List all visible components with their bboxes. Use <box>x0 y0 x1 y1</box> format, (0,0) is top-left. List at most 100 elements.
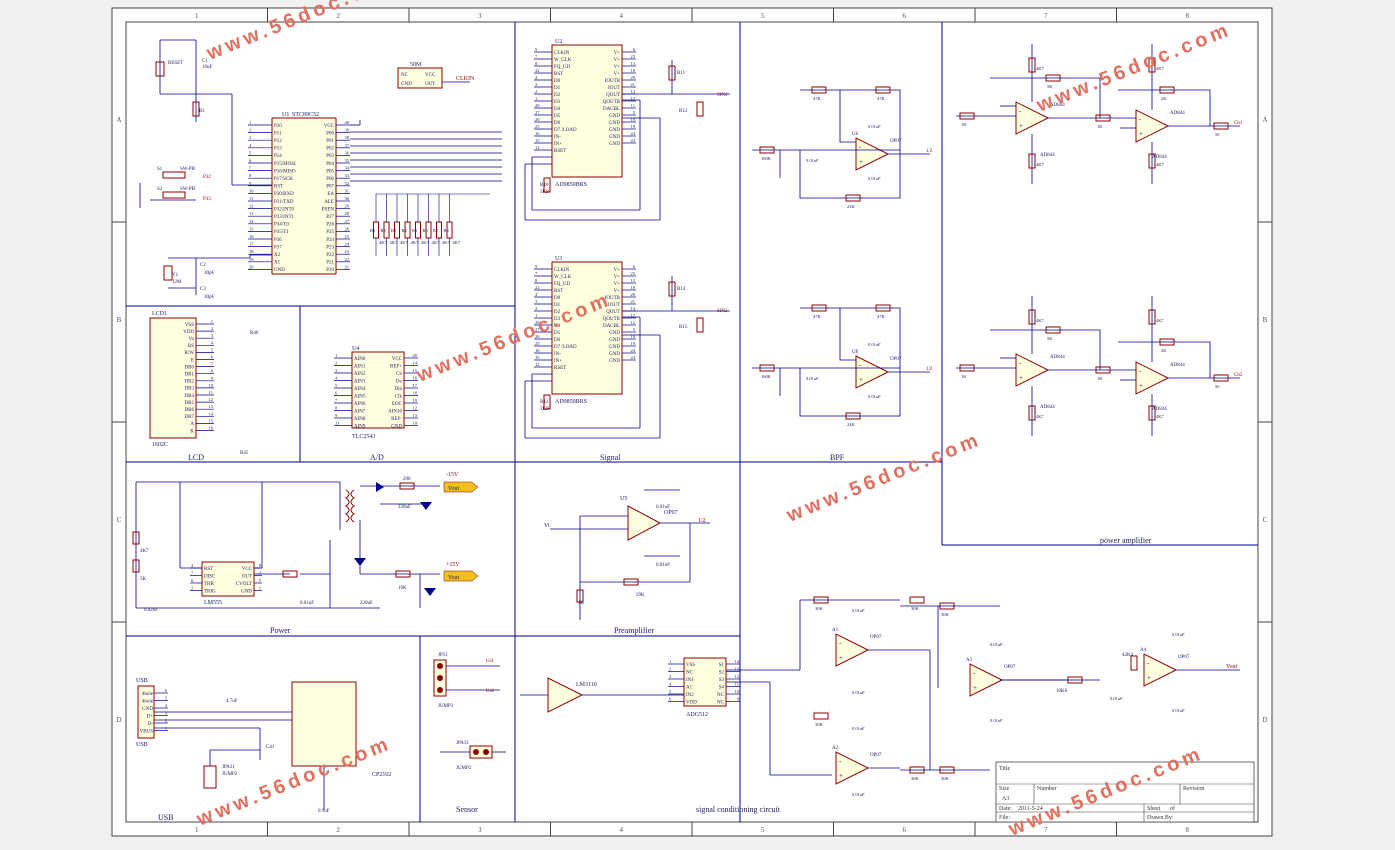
pin-number: 12 <box>209 397 214 402</box>
pin-number: 13 <box>413 413 418 418</box>
pin-number: 7 <box>535 271 538 276</box>
dds1-res1: R11 <box>677 71 686 76</box>
opamp-noninverting: + <box>859 158 863 166</box>
column-number: 4 <box>620 12 624 20</box>
pin-name: GND <box>609 114 620 119</box>
pin-number: 15 <box>209 418 214 423</box>
dds1-chip <box>551 44 623 178</box>
resistor-val: 5K <box>1047 336 1053 341</box>
opamp-noninverting: + <box>839 772 843 780</box>
opamp-triangle <box>835 633 870 667</box>
section-title-ad: A/D <box>370 453 384 462</box>
adc-name: TLC2543 <box>352 434 375 440</box>
pullup-ref: R4 <box>402 228 408 233</box>
mcu-right-pins: VCC40P0039P0138P0237P0336P0435P0534P0633… <box>322 120 350 273</box>
pin-number: 13 <box>631 278 636 283</box>
pin-name: AIN1 <box>354 364 366 369</box>
wire <box>990 77 1101 118</box>
pin-name: QOUTB <box>603 100 621 105</box>
ad-section: U4 TLC2543 AIN01AIN12AIN23AIN34AIN45AIN5… <box>334 346 418 462</box>
pin-name: VCC <box>242 567 253 572</box>
title-block-size-label: Size <box>999 786 1010 792</box>
pin-number: 16 <box>535 131 540 136</box>
pin-number: 13 <box>631 61 636 66</box>
pin-number: 14 <box>631 306 636 311</box>
pin-name: V+ <box>614 72 621 77</box>
section-title-sensor: Sensor <box>456 805 478 814</box>
resistor <box>1028 309 1036 325</box>
adc-right-pins: VCC20REF+14CS15Do16Din17Clk18EOC19AIN101… <box>388 353 418 429</box>
pin-name: P02 <box>326 147 334 152</box>
pin-name: REF- <box>391 417 402 422</box>
title-block: Title Size A3 Number Revision Date: 2011… <box>995 761 1255 823</box>
cond-mux <box>683 657 727 707</box>
pin-number: 9 <box>535 264 538 269</box>
usb-conn-name: USB <box>136 742 148 748</box>
pin-number: 7 <box>535 54 538 59</box>
oscillator <box>397 67 443 89</box>
dds1-right-pins: V+6V+23V+13V+18IOUTB20IOUT21QOUT14QOUTB1… <box>603 47 636 147</box>
sensor-header-2 <box>469 745 493 759</box>
pin-number: 3 <box>211 333 214 338</box>
opamp-noninverting: + <box>1019 374 1023 382</box>
resistor-val: 4K7 <box>1036 66 1044 71</box>
pin-number: 5 <box>259 578 262 583</box>
lcd-pot1: R46 <box>250 331 259 336</box>
wire <box>799 150 901 199</box>
pin-name: Vo <box>189 337 195 342</box>
pin-number: 11 <box>631 103 635 108</box>
pin-number: 25 <box>535 341 540 346</box>
pin-name: CVOLT <box>236 582 252 587</box>
pin-number: 5 <box>633 110 636 115</box>
resistor <box>909 596 925 604</box>
pin-name: Din <box>395 387 403 392</box>
adc-chip <box>351 351 405 429</box>
pin-number: 13 <box>735 667 740 672</box>
pin-number: 6 <box>211 355 214 360</box>
pin-number: 17 <box>631 313 636 318</box>
pin-name: CS <box>396 372 402 377</box>
reset-cap-val: 10uF <box>202 65 213 70</box>
pullup-val: 4K7 <box>442 240 450 245</box>
dds2-left-pins: CLKIN9W_CLK7FQ_UD8RST22D04D13D22D31D428D… <box>534 264 577 371</box>
pin-name: D0 <box>554 296 561 301</box>
cond-cap: 0.01uF <box>852 608 865 613</box>
column-number: 2 <box>337 826 341 834</box>
pin-number: 15 <box>535 355 540 360</box>
pin-number: 7 <box>249 166 252 171</box>
pin-name: GND <box>609 359 620 364</box>
pin-number: 19 <box>631 124 636 129</box>
pin-name: IN- <box>554 135 561 140</box>
pin-name: GND <box>609 352 620 357</box>
pin-name: D7 /LOAD <box>554 128 577 133</box>
pin-number: 18 <box>249 249 254 254</box>
mcu-left-pins: P101P112P123P134P145P15/MOSI6P16/MISO7P1… <box>248 120 296 273</box>
pin-number: 5 <box>211 347 214 352</box>
pullup-ref: R8 <box>444 228 450 233</box>
preamp-output: 1/2 <box>698 518 706 524</box>
column-number: 4 <box>620 826 624 834</box>
pin-number: 8 <box>259 563 262 568</box>
pin-name: A1 <box>686 685 693 690</box>
pin-name: GND <box>241 589 252 594</box>
pin-name: P22 <box>326 253 334 258</box>
dds2-right-pins: V+6V+23V+13V+18IOUTB20IOUT21QOUT14QOUTB1… <box>603 264 636 364</box>
mcu-chip <box>271 117 337 275</box>
section-title-power-amplifier: power amplifier <box>1100 536 1152 545</box>
dds2-output-net: SIN2 <box>717 309 728 314</box>
pin-number: 11 <box>249 196 253 201</box>
bpf-cap: 0.01uF <box>868 124 881 129</box>
pin-number: 3 <box>259 571 262 576</box>
pin-name: P32/INT0 <box>274 207 295 212</box>
pin-name: D3 <box>554 317 561 322</box>
section-title-power: Power <box>270 626 291 635</box>
pin-number: 20 <box>413 353 418 358</box>
pin-name: D- <box>148 722 154 727</box>
pin-number: 10 <box>209 383 214 388</box>
opamp-triangle <box>1143 653 1178 687</box>
pin-number: 3 <box>335 368 338 373</box>
resistor <box>1148 153 1156 169</box>
